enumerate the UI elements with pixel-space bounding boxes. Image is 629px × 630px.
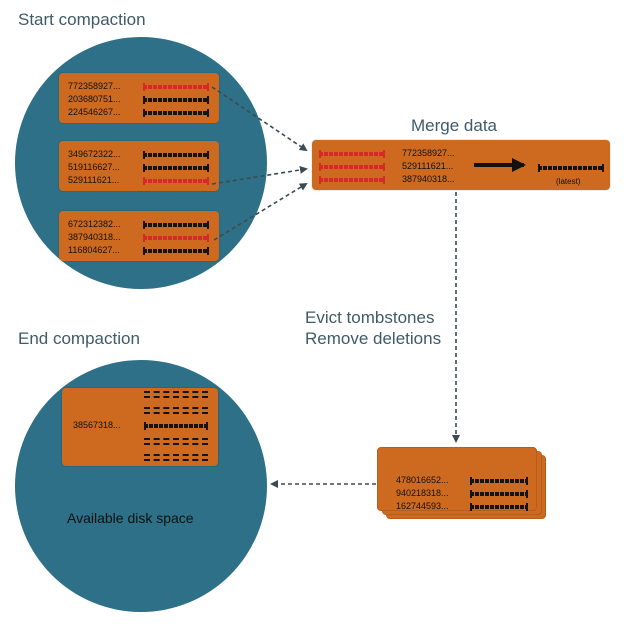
available-disk-space-label: Available disk space [67, 510, 194, 526]
row-bar-red [143, 83, 209, 91]
arrow-block3-to-merge [213, 182, 308, 241]
row-id: 387940318... [68, 232, 121, 242]
row-id: 529111621... [68, 175, 120, 185]
row-id: 203680751... [68, 94, 121, 104]
merge-data-block: 772358927... 529111621... 387940318... (… [312, 140, 610, 190]
tombstone-line [144, 396, 208, 400]
row-id: 116804627... [68, 245, 120, 255]
tombstone-line [144, 454, 208, 458]
tombstone-line [144, 438, 208, 442]
evicted-block: 478016652... 940218318... 162744593... [377, 447, 537, 511]
merge-row-id: 529111621... [402, 161, 454, 171]
evicted-row-id: 940218318... [396, 488, 449, 498]
evict-tombstones-label: Evict tombstones [305, 308, 435, 327]
merge-data-title: Merge data [411, 116, 497, 135]
evicted-bar [470, 490, 528, 498]
row-bar [143, 164, 209, 172]
tombstone-line [144, 412, 208, 416]
row-bar [143, 109, 209, 117]
tombstone-line [144, 407, 208, 411]
end-compaction-title: End compaction [18, 329, 140, 348]
evicted-bar [470, 503, 528, 511]
start-compaction-title: Start compaction [18, 10, 146, 29]
merge-bar-red [319, 150, 385, 158]
evicted-row-id: 162744593... [396, 501, 449, 511]
tombstone-line [144, 443, 208, 447]
tombstone-line [144, 459, 208, 463]
row-bar [143, 151, 209, 159]
compacted-block: 38567318... [62, 388, 218, 466]
evicted-bar [470, 477, 528, 485]
compacted-bar [144, 422, 208, 430]
row-id: 519116627... [68, 162, 120, 172]
row-bar [143, 221, 209, 229]
compacted-row-id: 38567318... [73, 420, 121, 430]
row-id: 672312382... [68, 219, 121, 229]
merge-row-id: 772358927... [402, 148, 455, 158]
latest-bar [538, 164, 604, 172]
tombstone-line [144, 391, 208, 395]
row-bar [143, 247, 209, 255]
remove-deletions-label: Remove deletions [305, 329, 442, 348]
merge-bar-red [319, 176, 385, 184]
latest-label: (latest) [556, 177, 581, 186]
row-id: 349672322... [68, 149, 121, 159]
arrow-block2-to-merge [211, 165, 308, 185]
merge-bar-red [319, 163, 385, 171]
sstable-block-3: 672312382... 387940318... 116804627... [59, 211, 219, 261]
row-bar [143, 96, 209, 104]
evicted-row-id: 478016652... [396, 475, 449, 485]
row-id: 224546267... [68, 107, 121, 117]
arrow-block1-to-merge [211, 86, 308, 152]
row-id: 772358927... [68, 81, 121, 91]
row-bar-red [143, 177, 209, 185]
row-bar-red [143, 234, 209, 242]
merge-row-id: 387940318... [402, 174, 455, 184]
sstable-block-1: 772358927... 203680751... 224546267... [59, 73, 219, 123]
sstable-block-2: 349672322... 519116627... 529111621... [59, 141, 219, 191]
